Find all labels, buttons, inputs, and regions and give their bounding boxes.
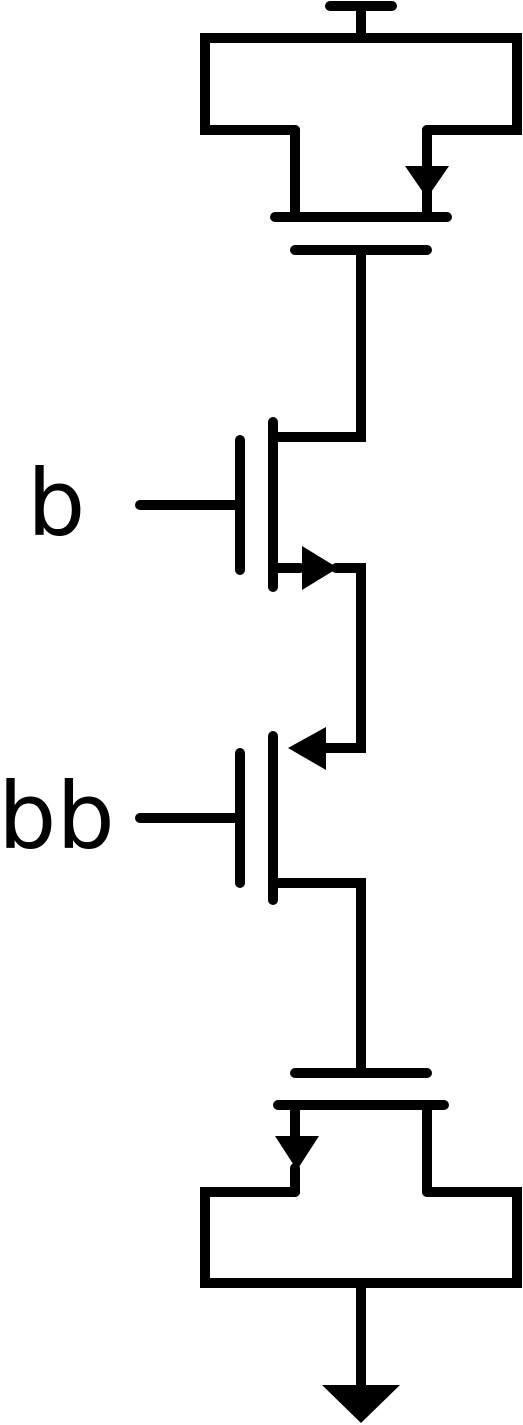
terminal-arrow-icon (275, 1136, 319, 1170)
transistor-bb (135, 727, 366, 1073)
terminal-arrow-icon (405, 166, 449, 198)
vdd-supply-icon (325, 1, 397, 43)
bottom-nmos-loop (200, 1103, 522, 1288)
terminal-arrow-icon (288, 727, 326, 770)
transistor-b (135, 417, 366, 753)
top-pmos-loop (200, 33, 522, 219)
terminal-arrow-icon (302, 546, 338, 590)
wire-top-to-b (270, 245, 366, 442)
ground-icon (322, 1278, 400, 1423)
label-bb: bb (0, 763, 115, 870)
bottom-nmos-plates (273, 1068, 449, 1110)
label-b: b (27, 450, 85, 557)
